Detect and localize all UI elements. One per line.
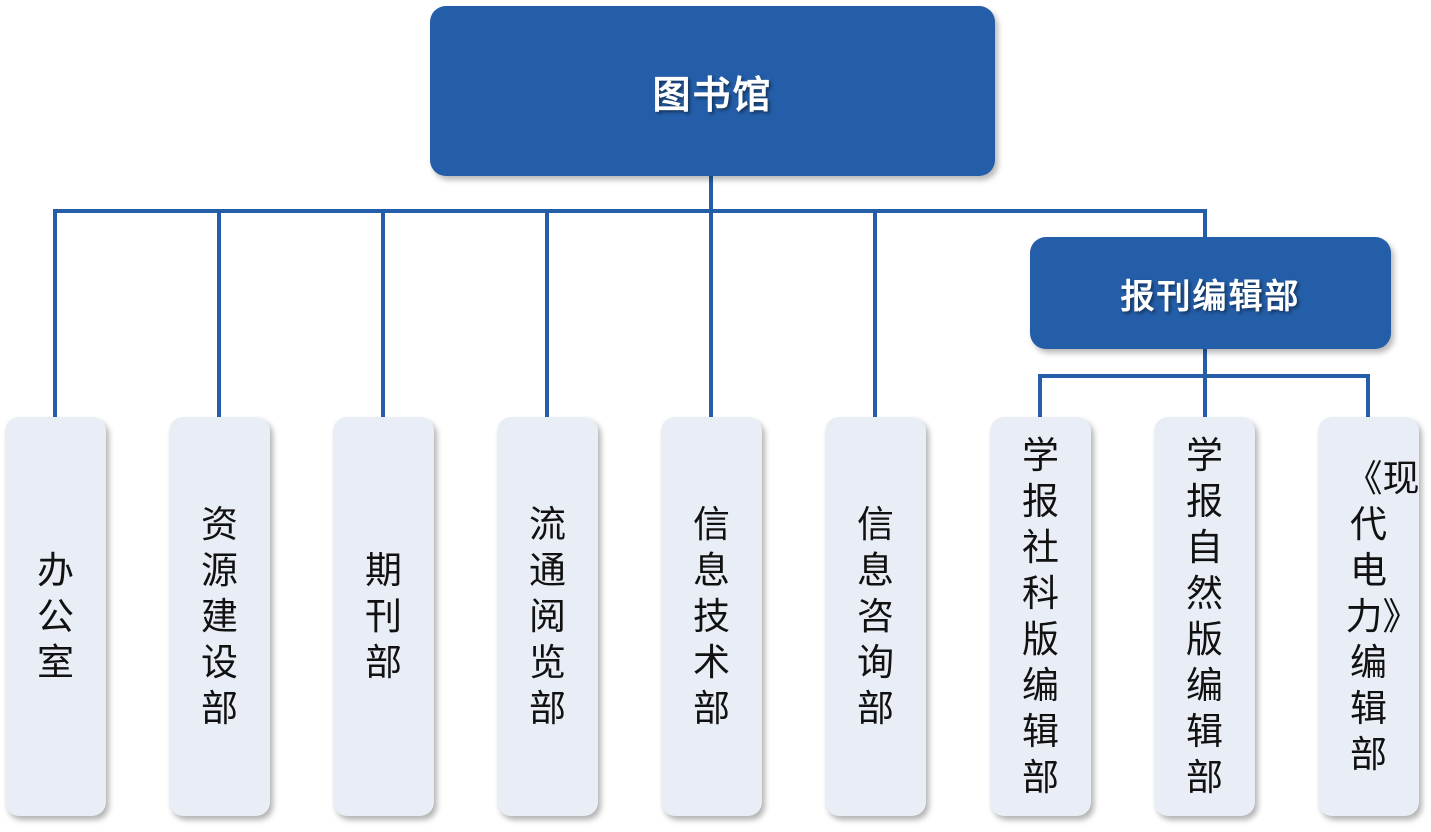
department-node-information-technology: 信息技术部 — [661, 417, 762, 816]
editorial-child-node-social-science: 学报社科版编辑部 — [990, 417, 1091, 816]
editorial-department-label: 报刊编辑部 — [1120, 276, 1301, 317]
department-node-resources: 资源建设部 — [169, 417, 270, 816]
department-node-circulation: 流通阅览部 — [497, 417, 598, 816]
department-node-information-consulting: 信息咨询部 — [825, 417, 926, 816]
department-node-office: 办公室 — [5, 417, 106, 816]
department-label: 信息技术部 — [693, 502, 730, 730]
editorial-child-label: 《现代电力》编辑部 — [1345, 456, 1420, 776]
root-node-library: 图书馆 — [430, 6, 995, 176]
editorial-child-label: 学报自然版编辑部 — [1186, 433, 1223, 799]
editorial-child-label: 学报社科版编辑部 — [1022, 433, 1059, 799]
editorial-child-node-natural-science: 学报自然版编辑部 — [1154, 417, 1255, 816]
editorial-department-node: 报刊编辑部 — [1030, 237, 1391, 349]
root-node-label: 图书馆 — [652, 72, 773, 117]
department-label: 期刊部 — [365, 548, 402, 684]
department-label: 资源建设部 — [201, 502, 238, 730]
department-label: 流通阅览部 — [529, 502, 566, 730]
editorial-child-node-modern-electric-power: 《现代电力》编辑部 — [1318, 417, 1420, 816]
department-node-periodicals: 期刊部 — [333, 417, 434, 816]
department-label: 信息咨询部 — [857, 502, 894, 730]
department-label: 办公室 — [37, 548, 74, 684]
